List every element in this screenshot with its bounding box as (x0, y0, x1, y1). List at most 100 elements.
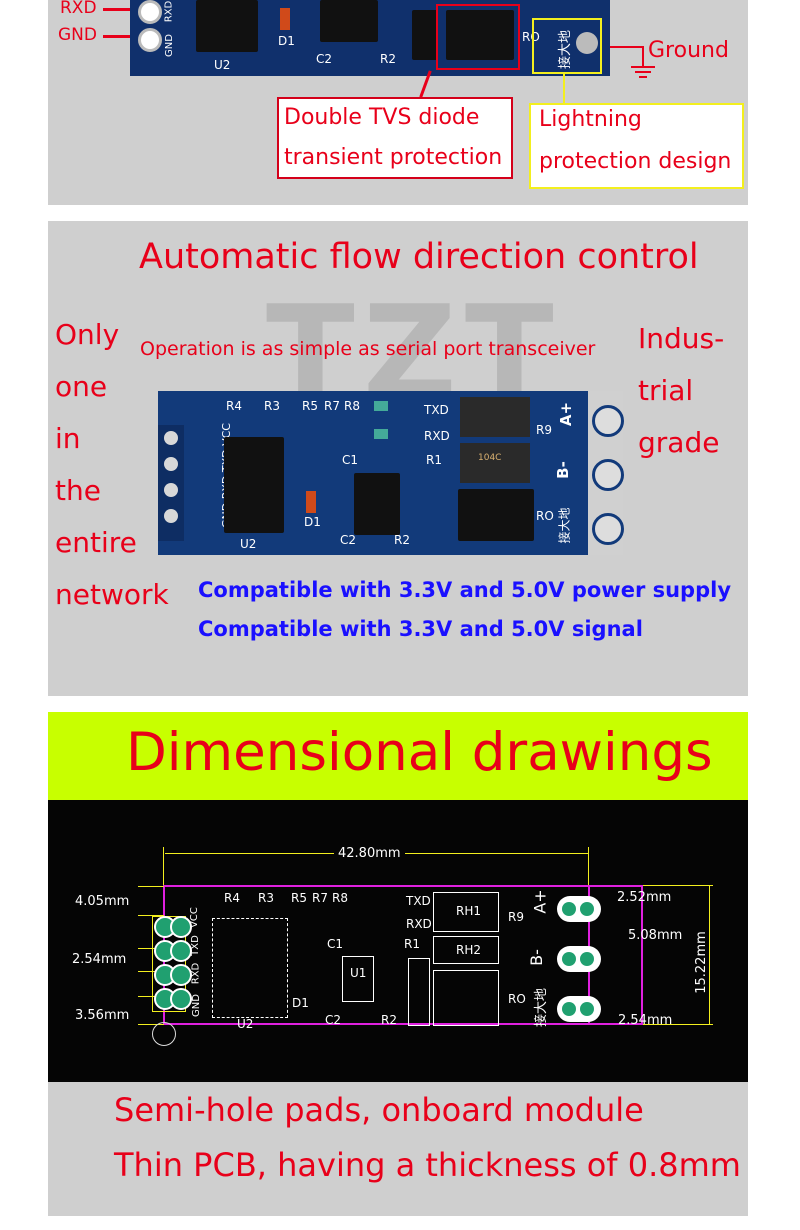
header-hole-4b (170, 988, 192, 1010)
dim-left-top: 4.05mm (75, 894, 130, 909)
silk-c1: C1 (342, 453, 359, 467)
ground-label: Ground (648, 38, 729, 63)
label-c1: C1 (327, 937, 344, 951)
left-word-2: one (55, 370, 108, 403)
footer-panel: Semi-hole pads, onboard module Thin PCB,… (48, 1082, 748, 1216)
label-c2: C2 (325, 1013, 342, 1027)
silk-ro: RO (536, 509, 554, 523)
silk-d1: D1 (304, 515, 321, 529)
dimensional-header: Dimensional drawings (48, 712, 748, 800)
silk-c2: C2 (316, 52, 333, 66)
dim-tick-3 (138, 948, 164, 949)
diode-d1 (280, 8, 290, 30)
silk-r2: R2 (394, 533, 410, 547)
terminal-a (592, 405, 624, 437)
diode-d1 (306, 491, 316, 513)
dim-ext-bottom (643, 1024, 713, 1025)
label-r4: R4 (224, 891, 240, 905)
silk-gnd-v: GND (190, 994, 202, 1017)
pin-hole-2 (164, 457, 178, 471)
ground-symbol-bar3 (639, 76, 647, 78)
mount-hole-marker (152, 1022, 176, 1046)
left-word-4: the (55, 474, 101, 507)
terminal-hole-b2 (580, 952, 594, 966)
terminal-gnd (592, 513, 624, 545)
label-txd: TXD (406, 894, 431, 908)
silk-rxd-v: RXD (190, 962, 202, 985)
led-tx (374, 401, 388, 411)
pin-hole-4 (164, 509, 178, 523)
dim-right-bot: 2.54mm (618, 1013, 673, 1028)
ground-symbol-bar2 (635, 71, 651, 73)
ic-u2 (224, 437, 284, 533)
label-b-minus: B- (526, 949, 546, 966)
dimensional-drawing: 42.80mm 4.05mm 2.54mm 3.56mm VCC TXD RXD… (48, 800, 748, 1082)
label-r2: R2 (381, 1013, 397, 1027)
label-r5: R5 (291, 891, 307, 905)
silk-r1: R1 (426, 453, 442, 467)
lightning-callout-line2: protection design (539, 149, 732, 174)
silk-c2: C2 (340, 533, 357, 547)
dimensional-title: Dimensional drawings (126, 722, 713, 783)
silk-rxd: RXD (424, 429, 450, 443)
silk-a-plus: A+ (557, 401, 576, 427)
header-hole-1b (170, 916, 192, 938)
label-rxd: RXD (406, 917, 432, 931)
footprint-rh2: RH2 (433, 936, 499, 964)
screw-pad (576, 32, 598, 54)
label-r3: R3 (258, 891, 274, 905)
silk-d1: D1 (278, 34, 295, 48)
pcb-photo-top: RXD GND U2 D1 C2 R2 RO 接大地 (130, 0, 610, 76)
silk-r4: R4 (226, 399, 242, 413)
ground-wire-vertical (642, 46, 644, 66)
silk-vcc: VCC (188, 907, 200, 928)
silk-r2: R2 (380, 52, 396, 66)
dim-right-mid: 5.08mm (628, 928, 683, 943)
right-word-3: grade (638, 426, 720, 459)
dim-tick-1 (138, 886, 164, 887)
pin-pointer-rxd (103, 8, 131, 11)
label-r7: R7 (312, 891, 328, 905)
silk-tvs-code: 104C (478, 453, 502, 463)
compat-power: Compatible with 3.3V and 5.0V power supp… (198, 578, 732, 602)
label-u1: U1 (350, 966, 367, 980)
dim-ext-left (163, 847, 164, 885)
silk-txd-v: TXD (189, 935, 201, 956)
footprint-rh1: RH1 (433, 892, 499, 932)
label-rh1: RH1 (456, 904, 481, 918)
pin-label-rxd: RXD (60, 0, 97, 18)
tvs-highlight-box (436, 4, 520, 70)
ic-u1-footprint (342, 956, 374, 1002)
right-word-2: trial (638, 374, 694, 407)
dim-ext-top (643, 885, 713, 886)
dim-tick-5 (138, 996, 164, 997)
dim-height: 15.22mm (693, 931, 709, 994)
label-a-plus: A+ (530, 889, 550, 914)
right-word-column: Indus- trial grade (638, 313, 724, 469)
tvs-callout-box: Double TVS diode transient protection (277, 97, 513, 179)
lightning-callout-box: Lightning protection design (529, 103, 744, 189)
pin-pad-rxd (138, 0, 162, 24)
ptc-rh1 (460, 397, 530, 437)
header-hole-2b (170, 940, 192, 962)
silk-gnd: GND (163, 34, 175, 57)
terminal-hole-g1 (562, 1002, 576, 1016)
compat-signal: Compatible with 3.3V and 5.0V signal (198, 617, 643, 641)
ic-u1 (320, 0, 378, 42)
terminal-hole-g2 (580, 1002, 594, 1016)
pcb-photo-module: GND RXD TXD VCC R4 R3 U2 D1 R5 R7 R8 C1 … (158, 391, 624, 555)
label-u2: U2 (237, 1017, 254, 1031)
dim-left-bot: 3.56mm (75, 1008, 130, 1023)
dim-tick-2 (138, 915, 164, 916)
dim-tick-6 (138, 1024, 164, 1025)
flow-subtitle: Operation is as simple as serial port tr… (140, 338, 596, 360)
header-hole-3b (170, 964, 192, 986)
dim-right-top: 2.52mm (617, 890, 672, 905)
silk-ro: RO (522, 30, 540, 44)
tvs-block (458, 489, 534, 541)
footprint-tvs-small (408, 958, 430, 1026)
right-word-1: Indus- (638, 322, 725, 355)
panel-flow-control: TZT Automatic flow direction control Ope… (48, 221, 748, 696)
silk-r8: R8 (344, 399, 360, 413)
terminal-hole-a1 (562, 902, 576, 916)
